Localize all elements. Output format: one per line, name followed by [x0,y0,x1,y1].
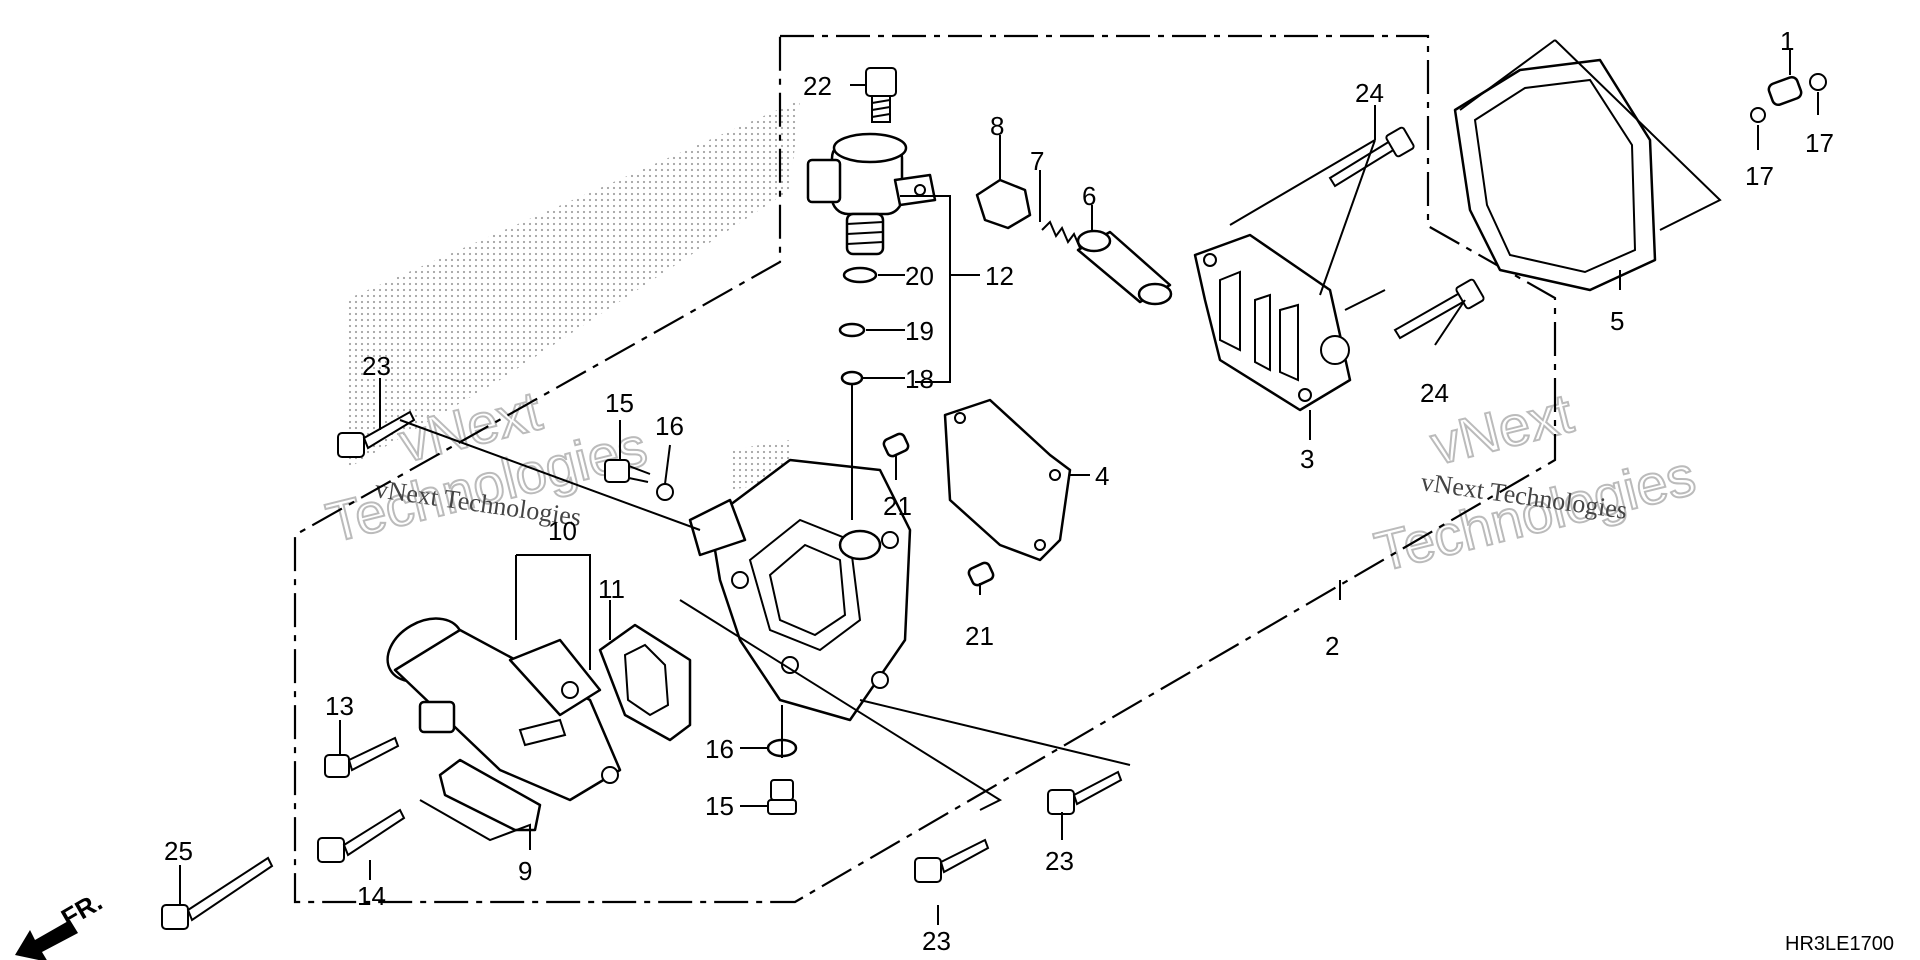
callout-15-bottom: 15 [705,791,734,821]
plate-9 [438,758,542,832]
dowel-21b [967,561,995,587]
bolt-15-top [604,459,651,483]
valve-body-3 [1193,233,1352,412]
callout-10: 10 [548,516,577,546]
bolt-22 [865,67,897,123]
diagram-code: HR3LE1700 [1785,933,1894,955]
callout-13: 13 [325,691,354,721]
gasket-11 [598,623,692,742]
washer-17b [1809,73,1827,91]
callout-2: 2 [1325,631,1339,661]
callout-17-right: 17 [1805,128,1834,158]
callout-24-bottom: 24 [1420,378,1449,408]
callout-1: 1 [1780,26,1794,56]
callout-25: 25 [164,836,193,866]
gasket-5-inner [1473,78,1637,274]
bolt-24b [1393,278,1485,340]
callout-12: 12 [985,261,1014,291]
callout-5: 5 [1610,306,1624,336]
callout-17-left: 17 [1745,161,1774,191]
callout-21-top: 21 [883,491,912,521]
callout-23-left: 23 [362,351,391,381]
dowel-21a [882,432,910,458]
bolt-24a [1328,126,1415,188]
stipple-shading [345,100,800,470]
assembly-boundary [293,34,1557,904]
callout-22: 22 [803,71,832,101]
valve-6 [1076,229,1173,306]
plate-4 [943,398,1072,562]
washer-17a [1750,107,1766,123]
solenoid-12 [806,132,937,256]
callout-9: 9 [518,856,532,886]
plug-1 [1767,75,1803,107]
leader-lines [179,39,1819,925]
o-ring-19 [838,322,866,338]
callout-21-bottom: 21 [965,621,994,651]
bolt-15-bottom [767,779,797,815]
solenoid-10 [386,617,622,802]
bolt-25 [161,856,274,930]
callout-19: 19 [905,316,934,346]
callout-16-bottom: 16 [705,734,734,764]
callout-7: 7 [1030,146,1044,176]
clip-8 [975,178,1032,230]
watermark-right: vNext Technologies [1368,380,1702,585]
callout-23-right: 23 [1045,846,1074,876]
o-ring-18 [840,370,864,386]
callout-4: 4 [1095,461,1109,491]
callout-23-bottom: 23 [922,926,951,956]
callout-24-top: 24 [1355,78,1384,108]
callout-16-top: 16 [655,411,684,441]
front-direction-arrow [15,920,78,960]
callout-20: 20 [905,261,934,291]
callout-15-top: 15 [605,388,634,418]
o-ring-20 [842,266,878,284]
callout-18: 18 [905,364,934,394]
gasket-5 [1453,58,1657,292]
bolt-13 [324,736,400,778]
svg-text:Technologies: Technologies [1369,443,1701,583]
bolt-23-bottom [914,838,990,883]
washer-16-top [656,483,674,501]
bolt-23-right [1047,770,1123,815]
callout-11: 11 [598,574,625,604]
callout-8: 8 [990,111,1004,141]
bolt-14 [317,808,406,863]
callout-6: 6 [1082,181,1096,211]
callout-14: 14 [357,881,386,911]
callout-3: 3 [1300,444,1314,474]
gasket-11-inner [623,643,670,717]
central-housing [688,458,912,722]
